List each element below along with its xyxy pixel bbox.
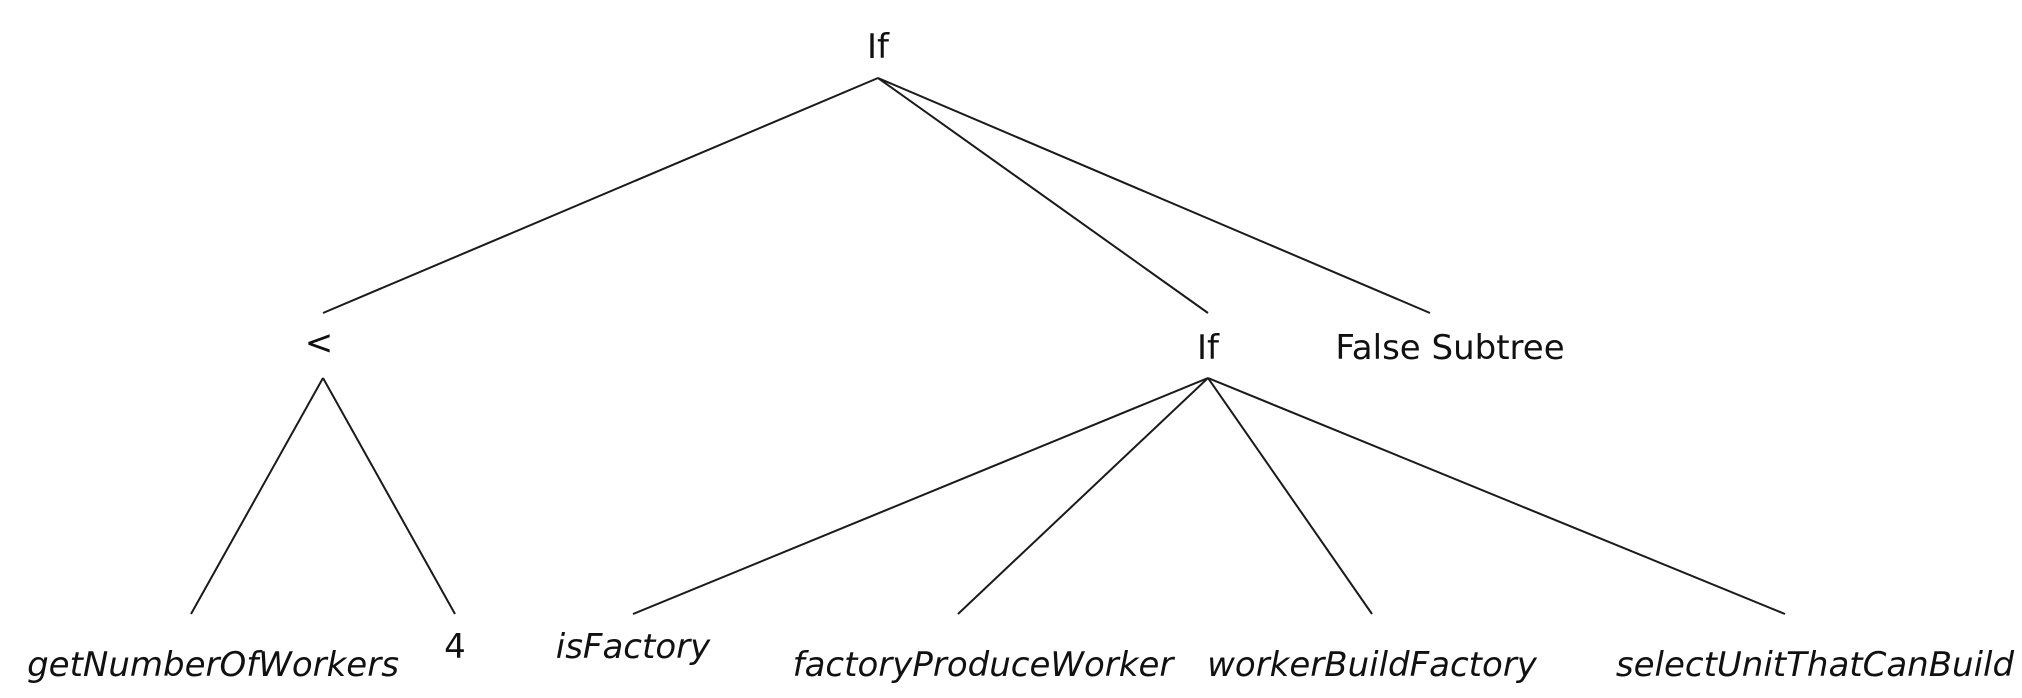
edge-less-than-to-get-number-of-workers [190, 377, 324, 615]
edge-root-to-nested-if [877, 77, 1209, 314]
edge-nested-if-to-select-unit-that-can-build [1207, 377, 1786, 615]
edge-nested-if-to-factory-produce-worker [957, 377, 1209, 615]
get-number-of-workers-leaf: getNumberOfWorkers [27, 645, 399, 685]
root-if-node: If [867, 27, 890, 67]
is-factory-leaf: isFactory [556, 627, 711, 667]
edge-root-to-less-than [322, 77, 879, 314]
less-than-node: < [305, 323, 334, 363]
worker-build-factory-leaf: workerBuildFactory [1207, 645, 1538, 685]
select-unit-that-can-build-leaf: selectUnitThatCanBuild [1616, 645, 2015, 685]
four-leaf: 4 [444, 627, 466, 667]
edge-root-to-false-subtree [877, 77, 1431, 314]
edge-nested-if-to-is-factory [632, 377, 1209, 615]
nested-if-node: If [1197, 328, 1220, 368]
factory-produce-worker-leaf: factoryProduceWorker [793, 645, 1176, 685]
edge-nested-if-to-worker-build-factory [1207, 377, 1373, 615]
edge-less-than-to-four [322, 377, 456, 615]
false-subtree-node: False Subtree [1335, 328, 1564, 368]
